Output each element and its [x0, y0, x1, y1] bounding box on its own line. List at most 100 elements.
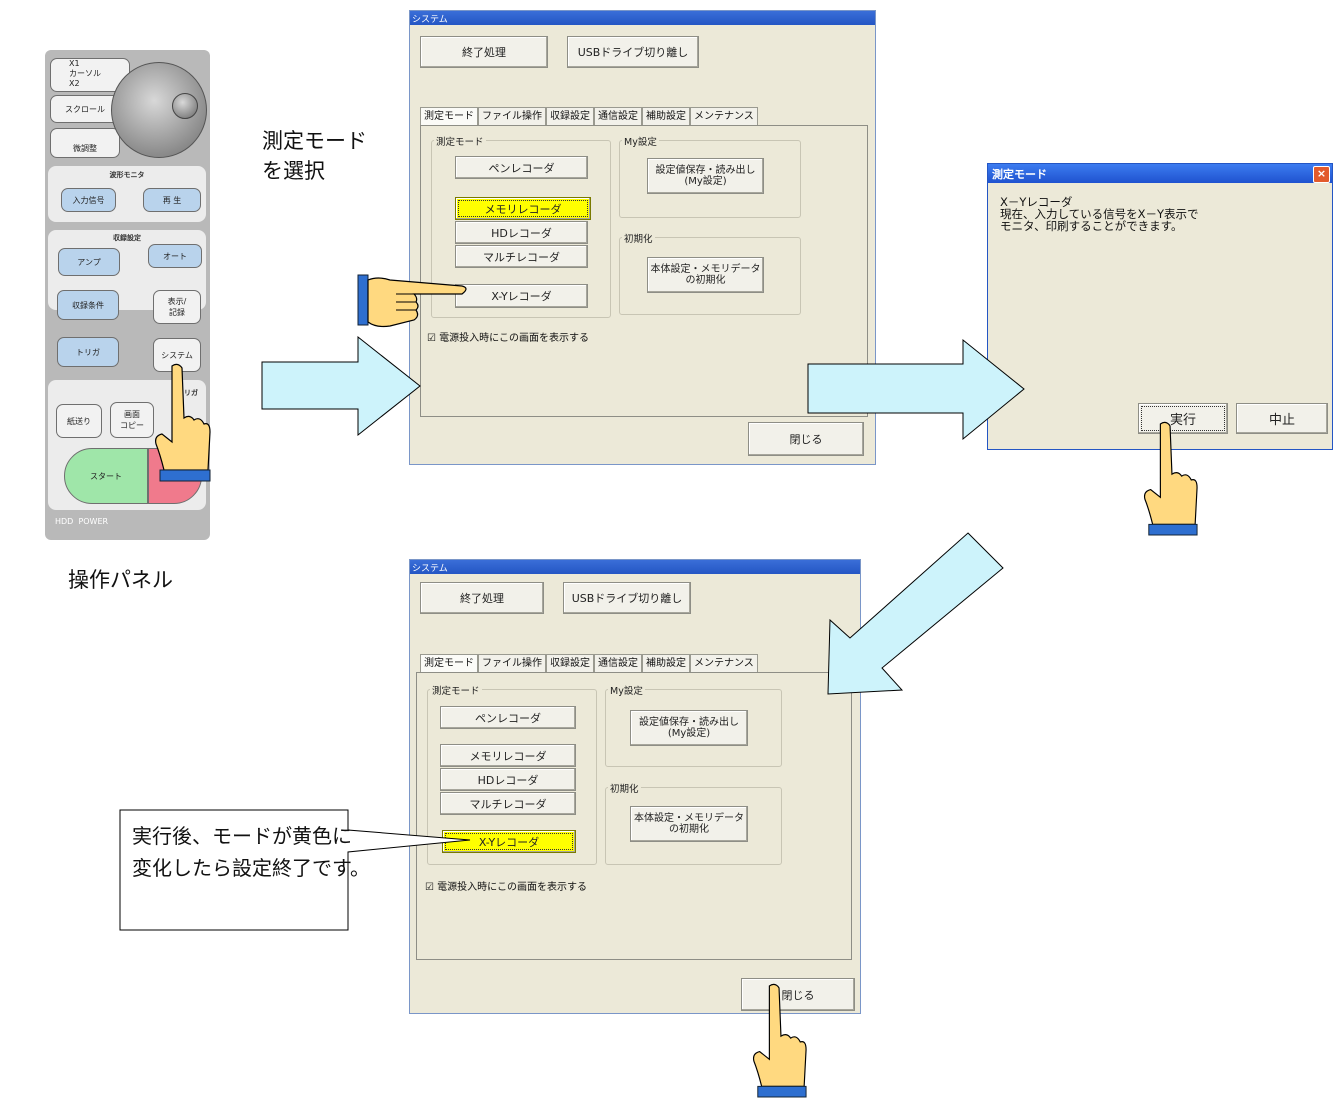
hand-on-panel-icon	[155, 363, 211, 482]
panel-input-signal-button[interactable]: 入力信号	[61, 188, 116, 212]
arrow-right-1	[261, 335, 421, 437]
close-button[interactable]: 閉じる	[741, 978, 855, 1011]
panel-display-record-button[interactable]: 表示/ 記録	[153, 290, 201, 324]
usb-detach-button[interactable]: USBドライブ切り離し	[563, 582, 691, 614]
power-led-label: POWER	[78, 517, 109, 526]
jog-dial[interactable]	[111, 62, 207, 158]
panel-scroll-button[interactable]: スクロール	[50, 95, 120, 123]
mode-dialog-line3: モニタ、印刷することができます。	[1000, 219, 1183, 233]
initialize-button[interactable]: 本体設定・メモリデータ の初期化	[647, 257, 764, 293]
multi-recorder-button[interactable]: マルチレコーダ	[455, 245, 588, 268]
panel-cursor-label: カーソル	[69, 69, 101, 78]
tab-file-ops[interactable]: ファイル操作	[478, 654, 546, 672]
group-my-settings: My設定 設定値保存・読み出し (My設定)	[605, 683, 782, 767]
pen-recorder-button[interactable]: ペンレコーダ	[440, 706, 576, 729]
system-window-title: システム	[412, 15, 448, 25]
shutdown-button[interactable]: 終了処理	[420, 36, 548, 68]
show-on-power-checkbox[interactable]: ☑ 電源投入時にこの画面を表示する	[425, 878, 587, 893]
caption-select-mode-line1: 測定モード	[262, 129, 367, 153]
caption-operation-panel: 操作パネル	[68, 568, 173, 592]
panel-scroll-label: スクロール	[65, 104, 105, 114]
checkbox-mark: ☑	[425, 882, 434, 893]
panel-status-indicators: HDD POWER	[55, 517, 108, 526]
checkbox-label: 電源投入時にこの画面を表示する	[437, 882, 587, 893]
panel-start-button[interactable]: スタート	[64, 448, 148, 504]
show-on-power-checkbox[interactable]: ☑ 電源投入時にこの画面を表示する	[427, 329, 589, 344]
panel-rec-conditions-label: 収録条件	[72, 300, 104, 310]
tab-file-ops[interactable]: ファイル操作	[478, 107, 546, 125]
panel-x1-label: X1	[69, 59, 80, 68]
panel-auto-label: オート	[163, 251, 187, 261]
tab-communication[interactable]: 通信設定	[594, 107, 642, 125]
pointing-hand-icon	[357, 274, 467, 328]
group-initialize-label: 初期化	[608, 781, 641, 795]
mode-dialog-line2: 現在、入力している信号をX－Y表示で	[1000, 207, 1199, 221]
panel-screen-copy-label: 画面 コピー	[120, 410, 144, 430]
save-load-button[interactable]: 設定値保存・読み出し (My設定)	[630, 710, 748, 746]
usb-detach-button[interactable]: USBドライブ切り離し	[567, 36, 699, 68]
pen-recorder-button[interactable]: ペンレコーダ	[455, 156, 588, 179]
callout-line2: 変化したら設定終了です。	[132, 856, 370, 880]
callout-line1: 実行後、モードが黄色に	[132, 824, 352, 848]
group-initialize: 初期化 本体設定・メモリデータ の初期化	[605, 781, 782, 865]
panel-fine-button[interactable]: 微調整	[50, 128, 120, 158]
tab-auxiliary[interactable]: 補助設定	[642, 107, 690, 125]
operation-panel: X1 カーソル X2 スクロール 微調整 波形モニタ 入力信号 再 生 収録設定…	[45, 50, 210, 540]
group-initialize-label: 初期化	[622, 231, 655, 245]
group-measure-mode: 測定モード ペンレコーダ メモリレコーダ HDレコーダ マルチレコーダ X-Yレ…	[431, 134, 611, 318]
checkbox-label: 電源投入時にこの画面を表示する	[439, 333, 589, 344]
memory-recorder-button[interactable]: メモリレコーダ	[455, 197, 591, 220]
xy-recorder-button[interactable]: X-Yレコーダ	[455, 284, 588, 308]
callout-text: 実行後、モードが黄色に 変化したら設定終了です。	[132, 820, 370, 884]
system-window-before: システム 終了処理 USBドライブ切り離し 測定モード ファイル操作 収録設定 …	[409, 10, 876, 465]
callout-box	[119, 809, 471, 931]
tab-recording[interactable]: 収録設定	[546, 654, 594, 672]
panel-play-button[interactable]: 再 生	[143, 188, 201, 212]
group-measure-mode-label: 測定モード	[430, 683, 482, 697]
execute-button[interactable]: 実行	[1138, 403, 1228, 434]
close-icon[interactable]: ×	[1313, 166, 1330, 183]
mode-dialog-titlebar: 測定モード ×	[988, 164, 1332, 183]
panel-section-waveform: 波形モニタ 入力信号 再 生	[48, 166, 206, 222]
group-my-settings: My設定 設定値保存・読み出し (My設定)	[619, 134, 801, 218]
hd-recorder-button[interactable]: HDレコーダ	[455, 221, 588, 244]
panel-paper-feed-button[interactable]: 紙送り	[56, 404, 102, 438]
initialize-button[interactable]: 本体設定・メモリデータ の初期化	[630, 806, 748, 842]
tab-measure-mode[interactable]: 測定モード	[420, 107, 478, 125]
panel-screen-copy-button[interactable]: 画面 コピー	[110, 402, 154, 438]
tab-recording[interactable]: 収録設定	[546, 107, 594, 125]
panel-paper-feed-label: 紙送り	[67, 416, 91, 426]
tab-strip: 測定モード ファイル操作 収録設定 通信設定 補助設定 メンテナンス	[420, 654, 758, 672]
hand-on-execute-icon	[1143, 421, 1198, 536]
close-button[interactable]: 閉じる	[748, 422, 864, 456]
hd-recorder-button[interactable]: HDレコーダ	[440, 768, 576, 791]
panel-trigger-label: トリガ	[76, 347, 100, 357]
panel-auto-button[interactable]: オート	[148, 244, 202, 268]
tab-maintenance[interactable]: メンテナンス	[690, 654, 758, 672]
panel-start-label: スタート	[90, 471, 122, 481]
save-load-button[interactable]: 設定値保存・読み出し (My設定)	[647, 158, 764, 194]
system-window-titlebar: システム	[410, 560, 860, 574]
panel-rec-conditions-button[interactable]: 収録条件	[57, 290, 119, 320]
mode-dialog-line1: X－Yレコーダ	[1000, 195, 1073, 209]
tab-measure-mode[interactable]: 測定モード	[420, 654, 478, 672]
tab-communication[interactable]: 通信設定	[594, 654, 642, 672]
arrow-right-2	[807, 338, 1025, 441]
memory-recorder-button[interactable]: メモリレコーダ	[440, 744, 576, 767]
hdd-led-label: HDD	[55, 517, 74, 526]
panel-trigger-button[interactable]: トリガ	[57, 337, 119, 367]
panel-amp-button[interactable]: アンプ	[58, 248, 120, 276]
tab-auxiliary[interactable]: 補助設定	[642, 654, 690, 672]
mode-dialog-title: 測定モード	[992, 168, 1047, 181]
panel-waveform-title: 波形モニタ	[109, 171, 145, 179]
system-window-after: システム 終了処理 USBドライブ切り離し 測定モード ファイル操作 収録設定 …	[409, 559, 861, 1014]
cancel-button[interactable]: 中止	[1236, 403, 1328, 434]
tab-strip: 測定モード ファイル操作 収録設定 通信設定 補助設定 メンテナンス	[420, 107, 758, 125]
shutdown-button[interactable]: 終了処理	[420, 582, 544, 614]
mode-dialog: 測定モード × X－Yレコーダ 現在、入力している信号をX－Y表示で モニタ、印…	[987, 163, 1333, 450]
system-window-titlebar: システム	[410, 11, 875, 25]
multi-recorder-button[interactable]: マルチレコーダ	[440, 792, 576, 815]
tab-maintenance[interactable]: メンテナンス	[690, 107, 758, 125]
checkbox-mark: ☑	[427, 333, 436, 344]
panel-fine-label: 微調整	[73, 143, 97, 153]
